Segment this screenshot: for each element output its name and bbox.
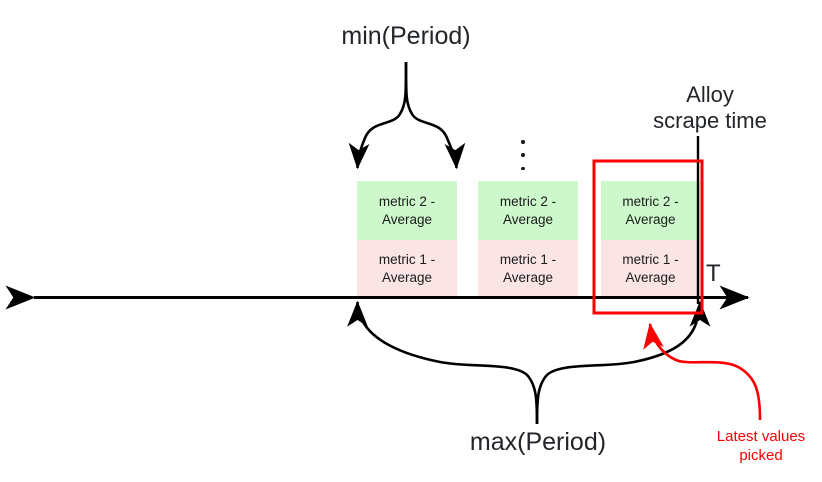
- period-box-2: metric 2 - Average metric 1 - Average: [478, 181, 578, 297]
- metric-2-cell: metric 2 - Average: [478, 181, 578, 240]
- latest-values-picked-label: Latest values picked: [716, 428, 806, 464]
- metric-2-cell: metric 2 - Average: [357, 181, 457, 240]
- latest-values-arrow: [643, 322, 762, 421]
- max-period-label: max(Period): [469, 428, 607, 456]
- metric-1-cell: metric 1 - Average: [478, 240, 578, 297]
- vertical-ellipsis-icon: [516, 140, 530, 170]
- max-period-brace: [347, 300, 711, 425]
- metric-2-cell: metric 2 - Average: [601, 181, 700, 240]
- metric-1-cell: metric 1 - Average: [601, 240, 700, 297]
- period-box-3: metric 2 - Average metric 1 - Average: [601, 181, 700, 297]
- axis-label-t: T: [706, 260, 721, 287]
- period-box-1: metric 2 - Average metric 1 - Average: [357, 181, 457, 297]
- min-period-brace: [348, 61, 466, 170]
- metric-1-cell: metric 1 - Average: [357, 240, 457, 297]
- alloy-scrape-time-label: Alloy scrape time: [653, 82, 767, 133]
- min-period-label: min(Period): [341, 22, 471, 50]
